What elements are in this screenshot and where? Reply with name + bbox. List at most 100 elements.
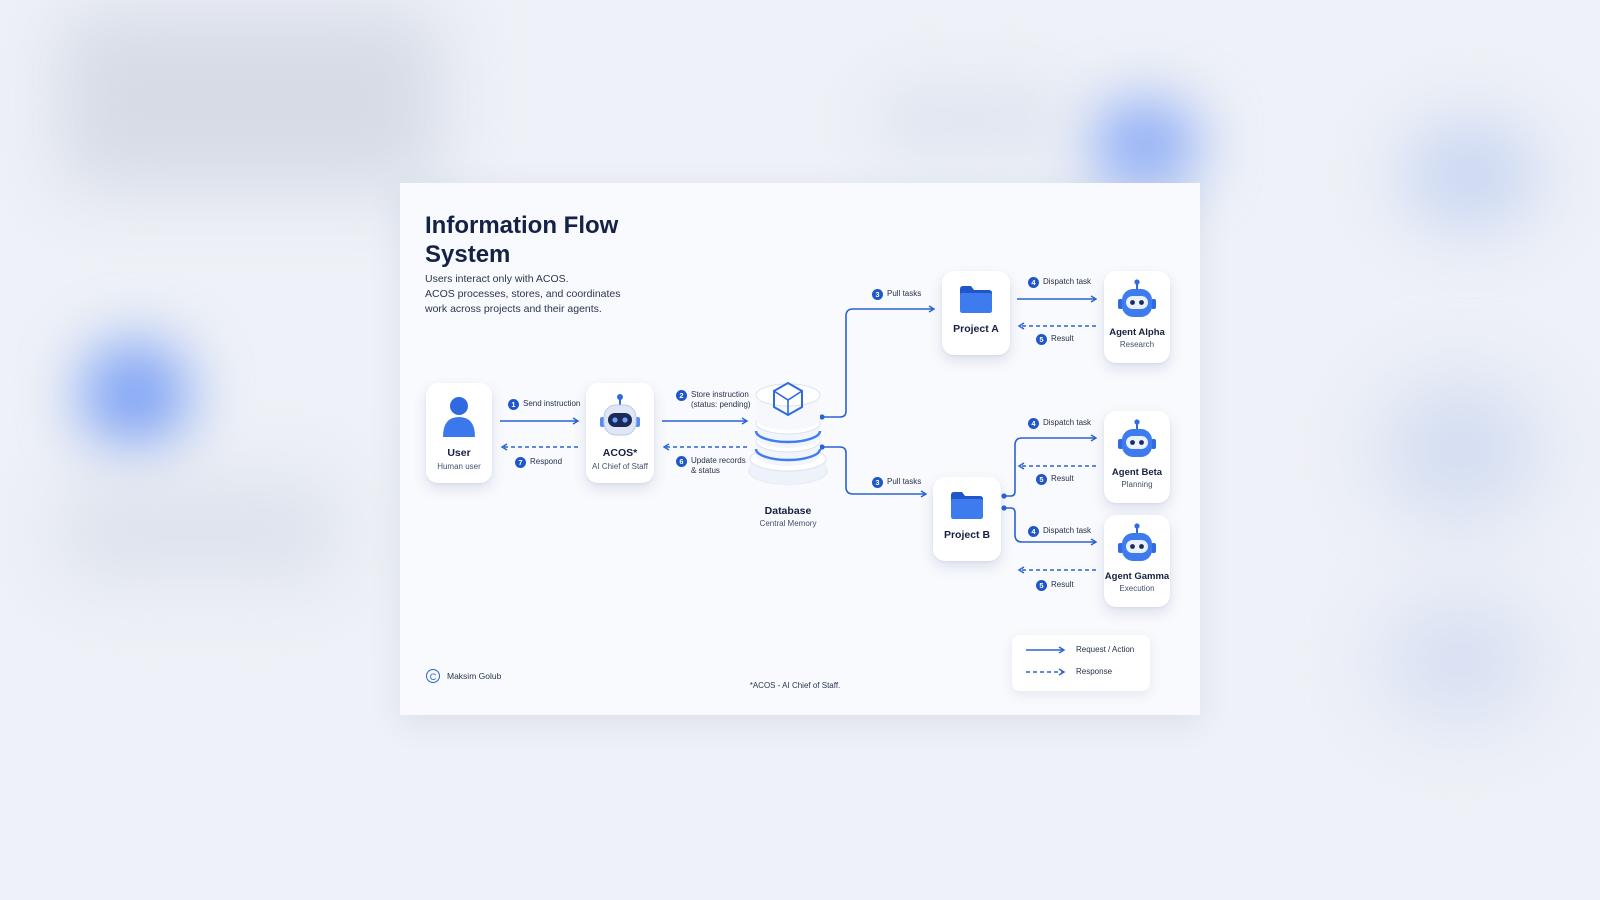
node-label: Project B [943, 529, 991, 541]
node-sublabel: Human user [437, 462, 481, 471]
node-sublabel: Research [1119, 340, 1155, 349]
diagram-subtitle: Users interact only with ACOS. ACOS proc… [425, 272, 645, 317]
step-text: Pull tasks [887, 477, 922, 486]
step-text: (status: pending) [691, 400, 751, 409]
step-text: Dispatch task [1043, 277, 1092, 286]
legend: Request / Action Response [1012, 635, 1150, 691]
dashed-arrow-icon [1026, 667, 1066, 676]
node-agent-beta: Agent Beta Planning [1104, 411, 1170, 503]
step-badge: 1 [508, 399, 519, 410]
step-text: Result [1051, 580, 1074, 589]
node-label: Agent Beta [1111, 467, 1163, 478]
step-text: Update records [691, 456, 746, 465]
step-badge: 3 [872, 289, 883, 300]
background-blur [80, 340, 190, 450]
robot-icon [600, 394, 640, 436]
step-dispatch-alpha: 4 Dispatch task [1028, 277, 1091, 288]
node-sublabel: Central Memory [759, 519, 817, 528]
node-label: Agent Alpha [1109, 327, 1165, 338]
node-agent-gamma: Agent Gamma Execution [1104, 515, 1170, 607]
step-badge: 5 [1036, 474, 1047, 485]
diagram-title: Information Flow System [425, 212, 619, 268]
node-sublabel: AI Chief of Staff [592, 462, 648, 471]
step-dispatch-gamma: 4 Dispatch task [1028, 526, 1091, 537]
folder-icon [960, 286, 992, 313]
legend-item-request: Request / Action [1026, 645, 1134, 654]
diagram-card: Information Flow System Users interact o… [400, 183, 1200, 715]
background-blur [1090, 100, 1200, 190]
node-project-b: Project B [933, 477, 1001, 561]
connector-dot [819, 414, 825, 420]
node-acos: ACOS* AI Chief of Staff [586, 383, 654, 483]
step-dispatch-beta: 4 Dispatch task [1028, 418, 1091, 429]
background-blur [60, 10, 440, 190]
step-text: Dispatch task [1043, 418, 1092, 427]
robot-icon [1118, 419, 1156, 457]
step-result-gamma: 5 Result [1036, 580, 1074, 591]
step-pull-tasks-a: 3 Pull tasks [872, 289, 921, 300]
database-icon [748, 381, 828, 485]
node-user: User Human user [426, 383, 492, 483]
robot-icon [1118, 279, 1156, 317]
step-pull-tasks-b: 3 Pull tasks [872, 477, 921, 488]
arrow-pull-tasks-b [822, 446, 928, 498]
arrow-dispatch-gamma [1004, 507, 1098, 546]
node-label: ACOS* [602, 447, 638, 459]
background-blur [1380, 380, 1540, 520]
step-badge: 2 [676, 390, 687, 401]
background-blur [1400, 120, 1540, 230]
node-label: Project A [953, 323, 999, 335]
connector-dot [1001, 505, 1007, 511]
node-label: Agent Gamma [1104, 571, 1170, 582]
legend-label: Request / Action [1076, 645, 1135, 654]
step-badge: 4 [1028, 277, 1039, 288]
step-badge: 5 [1036, 580, 1047, 591]
step-text: & status [691, 466, 720, 475]
step-badge: 6 [676, 456, 687, 467]
step-badge: 4 [1028, 526, 1039, 537]
subtitle-line: Users interact only with ACOS. [425, 273, 569, 285]
node-label: User [447, 447, 471, 459]
step-text: Result [1051, 334, 1074, 343]
node-agent-alpha: Agent Alpha Research [1104, 271, 1170, 363]
step-text: Send instruction [523, 399, 581, 408]
step-text: Dispatch task [1043, 526, 1092, 535]
background-blur [880, 90, 1060, 150]
step-text: Respond [530, 457, 563, 466]
folder-icon [951, 492, 983, 519]
subtitle-line: ACOS processes, stores, and coordinates [425, 288, 621, 300]
copyright-icon: C [426, 669, 440, 683]
author-name: Maksim Golub [447, 671, 502, 681]
step-result-alpha: 5 Result [1036, 334, 1074, 345]
step-text: Pull tasks [887, 289, 922, 298]
robot-icon [1118, 523, 1156, 561]
step-badge: 5 [1036, 334, 1047, 345]
subtitle-line: work across projects and their agents. [425, 303, 602, 315]
connector-dot [1001, 493, 1007, 499]
node-sublabel: Planning [1121, 480, 1153, 489]
step-respond: 7 Respond [515, 457, 562, 468]
node-project-a: Project A [942, 271, 1010, 355]
solid-arrow-icon [1026, 645, 1066, 654]
background-blur [1380, 600, 1540, 720]
step-store-instruction: 2 Store instruction (status: pending) [676, 390, 751, 410]
user-icon [443, 397, 475, 437]
background-blur [60, 480, 340, 580]
node-sublabel: Execution [1119, 584, 1155, 593]
arrow-pull-tasks-a [822, 305, 936, 418]
step-update-records: 6 Update records & status [676, 456, 746, 476]
connector-dot [819, 444, 825, 450]
database-label: Database Central Memory [738, 505, 838, 528]
legend-label: Response [1076, 667, 1113, 676]
step-result-beta: 5 Result [1036, 474, 1074, 485]
step-text: Result [1051, 474, 1074, 483]
arrow-dispatch-beta [1004, 434, 1098, 497]
step-badge: 7 [515, 457, 526, 468]
author-credit: C Maksim Golub [426, 669, 501, 683]
step-badge: 4 [1028, 418, 1039, 429]
node-label: Database [764, 505, 812, 517]
legend-item-response: Response [1026, 667, 1112, 676]
step-badge: 3 [872, 477, 883, 488]
footnote: *ACOS - AI Chief of Staff. [749, 681, 841, 690]
step-text: Store instruction [691, 390, 749, 399]
